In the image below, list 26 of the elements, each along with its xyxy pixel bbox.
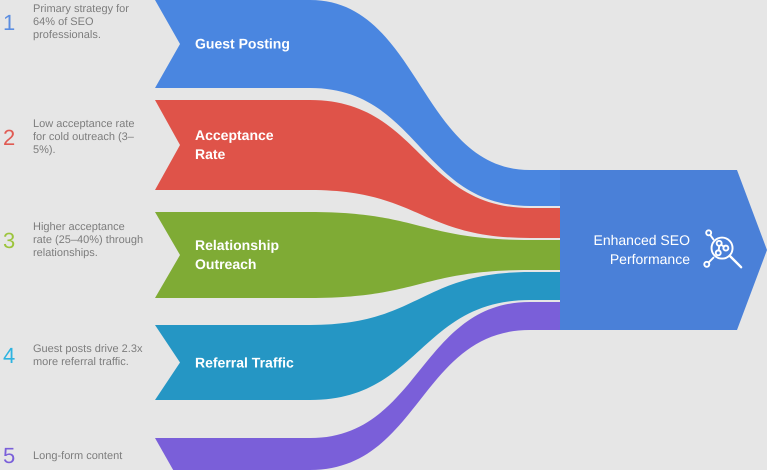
flow-ribbon <box>310 272 560 400</box>
step-description: Primary strategy for 64% of SEO professionals. <box>33 3 130 42</box>
ribbon-band <box>155 325 310 400</box>
step-number: 1 <box>3 10 16 34</box>
step-description: Guest posts drive 2.3x more referral traffic. <box>33 343 144 369</box>
ribbon-band <box>155 438 310 470</box>
step-description: Higher acceptance rate (25–40%) through relationships. <box>33 221 144 260</box>
result-label: Enhanced SEO Performance <box>592 231 690 269</box>
ribbon-label: Acceptance Rate <box>195 126 275 164</box>
ribbon-band <box>155 100 310 190</box>
step-description: Low acceptance rate for cold outreach (3–5%). <box>33 118 136 157</box>
result-arrow <box>560 170 767 330</box>
flow-ribbon <box>310 212 560 298</box>
ribbon-label: Relationship Outreach <box>195 236 280 274</box>
step-number: 2 <box>3 126 16 150</box>
flow-ribbon <box>310 0 560 206</box>
step-number: 3 <box>3 228 16 252</box>
flow-ribbon <box>310 302 560 470</box>
ribbon-label: Referral Traffic <box>195 353 295 372</box>
step-number: 5 <box>3 444 16 468</box>
flow-ribbon <box>310 100 560 238</box>
ribbon-band <box>155 0 310 88</box>
step-description: Long-form content <box>33 450 124 462</box>
ribbon-label: Guest Posting <box>195 34 291 54</box>
ribbon-band <box>155 212 310 298</box>
step-number: 4 <box>3 344 16 368</box>
